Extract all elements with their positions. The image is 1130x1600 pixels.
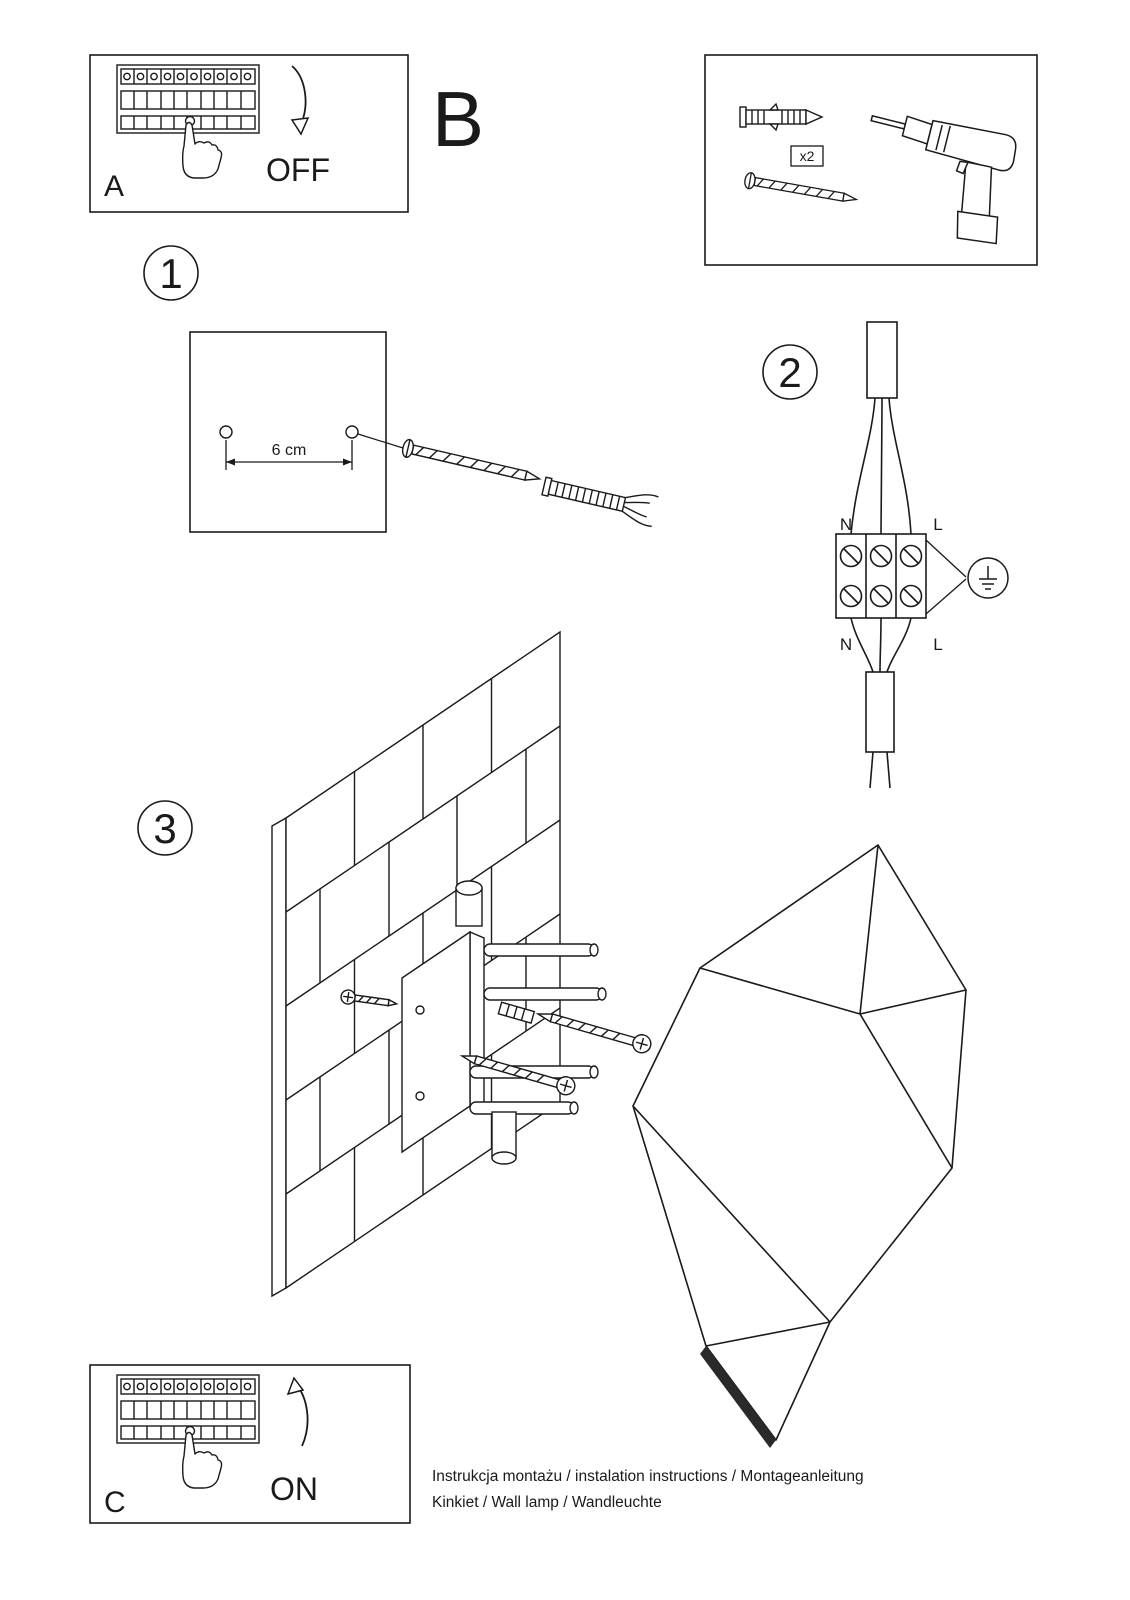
wiring-diagram	[835, 321, 1009, 789]
section-b-heading: B	[432, 75, 484, 163]
quantity-label: x2	[800, 148, 815, 164]
ground-symbol-icon	[967, 557, 1009, 599]
quantity-badge	[790, 145, 824, 167]
step-3-section: 3	[137, 630, 967, 1448]
step-1-section: 1 6 cm	[143, 245, 659, 533]
label-n-bottom: N	[840, 635, 852, 654]
step-1-number: 1	[159, 250, 182, 297]
panel-c-border	[89, 1364, 411, 1524]
arrow-down-icon	[290, 65, 310, 136]
label-l-bottom: L	[933, 635, 942, 654]
step-3-badge	[137, 800, 193, 856]
mounting-bracket-illustration	[340, 880, 652, 1165]
screw-icon-large	[401, 438, 542, 481]
wall-illustration	[271, 630, 561, 1298]
arrow-up-icon	[286, 1376, 309, 1447]
dimension-line	[225, 440, 353, 470]
panel-c-label: C	[104, 1486, 126, 1519]
label-l-top: L	[933, 515, 942, 534]
leader-line	[357, 433, 404, 449]
mounting-kit-panel: x2	[704, 54, 1038, 266]
step-3-number: 3	[153, 805, 176, 852]
footer-line-2: Kinkiet / Wall lamp / Wandleuchte	[432, 1494, 662, 1511]
label-n-top: N	[840, 515, 852, 534]
screw-icon	[744, 172, 859, 202]
shade-edge-shadow	[700, 1346, 776, 1448]
footer-line-1: Instrukcja montażu / instalation instruc…	[432, 1468, 864, 1485]
dimension-label: 6 cm	[272, 442, 307, 459]
step-2-badge	[762, 344, 818, 400]
lamp-shade-illustration	[632, 844, 967, 1448]
power-off-panel: A OFF	[89, 54, 409, 213]
step-1-badge	[143, 245, 199, 301]
hole-right-icon	[345, 425, 359, 439]
cable-bottom	[865, 671, 895, 753]
drill-icon	[870, 114, 1017, 245]
step-2-number: 2	[778, 349, 801, 396]
wall-plug-icon	[739, 102, 824, 132]
on-label: ON	[270, 1471, 318, 1507]
mounting-screw-b-icon	[459, 1055, 576, 1096]
hole-left-icon	[219, 425, 233, 439]
panel-a-label: A	[104, 170, 124, 203]
step-2-section: 2	[762, 321, 1009, 789]
power-on-panel: C ON	[89, 1364, 411, 1524]
wall-plug-icon-large	[541, 476, 659, 527]
terminal-block	[835, 533, 927, 619]
cable-top	[866, 321, 898, 399]
left-screw-icon	[340, 989, 399, 1007]
mounting-screw-a-icon	[535, 1013, 652, 1054]
off-label: OFF	[266, 152, 330, 188]
